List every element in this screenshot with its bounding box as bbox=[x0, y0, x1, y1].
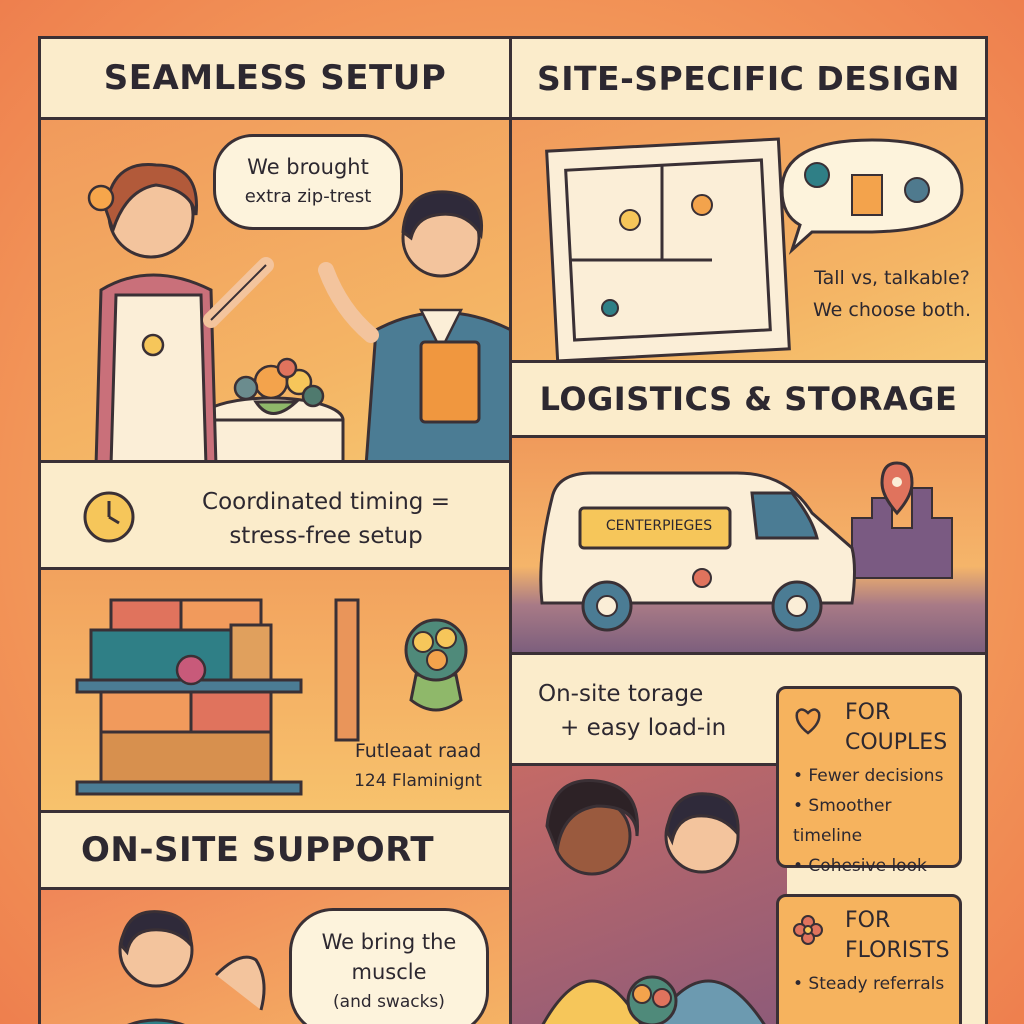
couples-heading-1: FOR bbox=[845, 700, 891, 725]
site-specific-title-text: SITE-SPECIFIC DESIGN bbox=[537, 58, 960, 98]
storage-line-1: On-site torage bbox=[538, 681, 704, 707]
clock-icon bbox=[83, 491, 135, 543]
bubble-line: We bring the bbox=[321, 930, 457, 954]
onsite-support-title-text: ON-SITE SUPPORT bbox=[81, 830, 435, 870]
couples-item: • Cohesive look bbox=[793, 856, 927, 876]
florists-heading-2: FLORISTS bbox=[845, 938, 950, 963]
shelf-label-line-1: Futleaat raad bbox=[354, 740, 482, 762]
bubble-line: (and swacks) bbox=[333, 992, 445, 1012]
florists-item: • Steady referrals bbox=[793, 974, 945, 994]
couple-illustration bbox=[512, 763, 787, 1024]
van-label: CENTERPIEGES bbox=[605, 518, 713, 534]
couples-heading-2: COUPLES bbox=[845, 730, 948, 755]
timing-line-2: stress-free setup bbox=[229, 523, 423, 549]
heart-hands-icon bbox=[795, 708, 821, 735]
couple-svg bbox=[541, 779, 766, 1024]
floorplan-illustration bbox=[545, 137, 964, 360]
site-specific-scene: Tall vs, talkable? We choose both. bbox=[509, 117, 988, 363]
seamless-setup-title-text: SEAMLESS SETUP bbox=[103, 58, 447, 98]
for-couples-box: FOR COUPLES • Fewer decisions • Smoother… bbox=[776, 686, 962, 876]
couples-item: • Fewer decisions bbox=[793, 766, 944, 786]
helper-illustration bbox=[118, 910, 266, 1024]
site-caption-line-2: We choose both. bbox=[813, 299, 971, 321]
couples-item: • Smoother timeline bbox=[793, 796, 892, 846]
flower-icon bbox=[793, 915, 823, 945]
seamless-setup-title: SEAMLESS SETUP bbox=[38, 36, 512, 120]
bubble-line: muscle bbox=[351, 960, 427, 984]
shelf-illustration bbox=[75, 598, 468, 796]
van-illustration bbox=[539, 461, 953, 632]
logistics-title-text: LOGISTICS & STORAGE bbox=[539, 380, 958, 418]
logistics-storage-title: LOGISTICS & STORAGE bbox=[509, 360, 988, 438]
onsite-support-scene: We bring the muscle (and swacks) bbox=[38, 887, 512, 1024]
site-caption-line-1: Tall vs, talkable? bbox=[814, 267, 970, 289]
support-speech-bubble: We bring the muscle (and swacks) bbox=[289, 908, 489, 1024]
timing-panel: Coordinated timing = stress-free setup bbox=[38, 460, 512, 570]
for-florists-box: FOR FLORISTS • Steady referrals bbox=[776, 894, 962, 1024]
shelf-label-line-2: 124 Flaminignt bbox=[354, 771, 482, 791]
bubble-line: We brought bbox=[247, 155, 369, 179]
onsite-support-title: ON-SITE SUPPORT bbox=[38, 810, 512, 890]
storage-line-2: + easy load-in bbox=[560, 715, 727, 741]
florist-planner-illustration bbox=[87, 163, 509, 460]
bubble-line: extra zip-trest bbox=[244, 186, 372, 207]
site-specific-design-title: SITE-SPECIFIC DESIGN bbox=[509, 36, 988, 120]
timing-line-1: Coordinated timing = bbox=[202, 489, 450, 515]
van-scene: CENTERPIEGES bbox=[509, 435, 988, 655]
seamless-setup-scene: We brought extra zip-trest bbox=[38, 117, 512, 463]
storage-shelf-scene: Futleaat raad 124 Flaminignt bbox=[38, 567, 512, 813]
florists-heading-1: FOR bbox=[845, 908, 891, 933]
seamless-speech-bubble: We brought extra zip-trest bbox=[213, 134, 403, 230]
